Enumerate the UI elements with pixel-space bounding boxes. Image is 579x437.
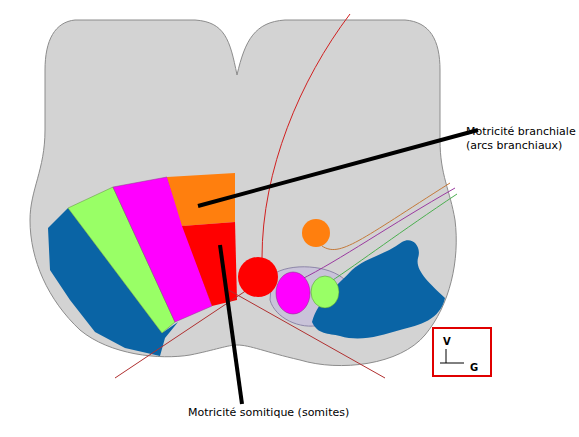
nerve-fiber: [300, 188, 455, 280]
axis-letter: V: [443, 336, 451, 347]
branchial-nucleus: [302, 219, 330, 247]
axis-line: [446, 349, 447, 363]
somitic-column: [182, 222, 237, 306]
callout-label: Motricité branchiale (arcs branchiaux): [466, 125, 578, 153]
somatic-nucleus: [312, 240, 445, 338]
somitic-nucleus: [238, 257, 278, 297]
nerve-fiber: [262, 14, 350, 258]
axis-cross: [434, 329, 490, 375]
axis-line: [440, 363, 464, 364]
leader-line: [198, 130, 478, 206]
visceral-nucleus: [276, 272, 310, 314]
nerve-fiber: [322, 183, 450, 250]
visceral-nucleus: [311, 276, 339, 308]
callout-label: Motricité somitique (somites): [188, 406, 408, 420]
axis-letter: G: [470, 362, 478, 373]
orientation-box: VG: [432, 327, 492, 377]
nerve-fiber: [330, 194, 457, 282]
leader-line: [220, 245, 242, 404]
